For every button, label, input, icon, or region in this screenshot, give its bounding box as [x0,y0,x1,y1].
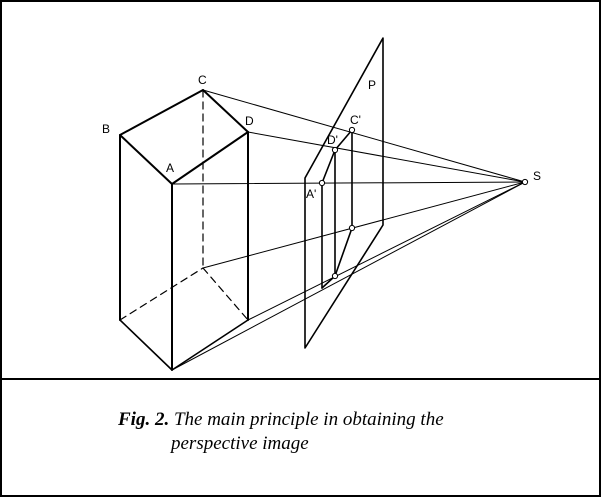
prism-hidden-edges [119,89,249,321]
ray-C-bottom [202,181,526,269]
hidden-edge-bottom-back-right [202,267,249,321]
image-edge-D-C [334,129,353,151]
hidden-edge-bottom-back-left [119,267,204,321]
prism-bottom-visible [119,319,249,371]
marker-S [521,178,529,186]
edge-B-C [119,89,204,136]
label-A-prime: A' [306,187,316,201]
label-P: P [368,78,376,92]
prism-top-face [119,89,249,185]
label-C-prime: C' [350,113,361,127]
marker-D-bottom-prime [331,272,339,280]
ray-C [202,89,526,183]
ray-A [171,181,526,185]
caption-line-1: Fig. 2. The main principle in obtaining … [118,408,578,432]
edge-bottom-left [119,319,173,371]
label-A: A [166,161,174,175]
ray-A-bottom [171,181,526,371]
caption-divider [0,378,601,380]
edge-A-B [119,134,173,185]
marker-C-prime [348,126,356,134]
caption-text-1: The main principle in obtaining the [169,409,444,430]
label-D: D [245,114,254,128]
ray-D-bottom [247,181,526,321]
caption-fig-label: Fig. 2. [118,409,170,430]
label-B: B [102,122,110,136]
point-markers [318,126,529,280]
label-C: C [198,73,207,87]
image-edge-A-D [321,149,336,184]
ray-D [247,131,526,183]
label-D-prime: D' [327,133,338,147]
edge-bottom-right [171,319,249,371]
label-S: S [533,169,541,183]
figure-caption: Fig. 2. The main principle in obtaining … [118,408,578,456]
image-edge-bottom-D-C [334,227,353,277]
marker-D-prime [331,146,339,154]
projected-image [321,129,353,289]
prism-vertical-edges [119,131,249,371]
edge-D-A [171,131,249,185]
edge-C-D [202,89,249,133]
caption-line-2: perspective image [171,433,309,454]
marker-A-prime [318,179,326,187]
projection-rays [171,89,526,371]
projection-plane-P [304,37,384,349]
marker-C-bottom-prime [348,224,356,232]
